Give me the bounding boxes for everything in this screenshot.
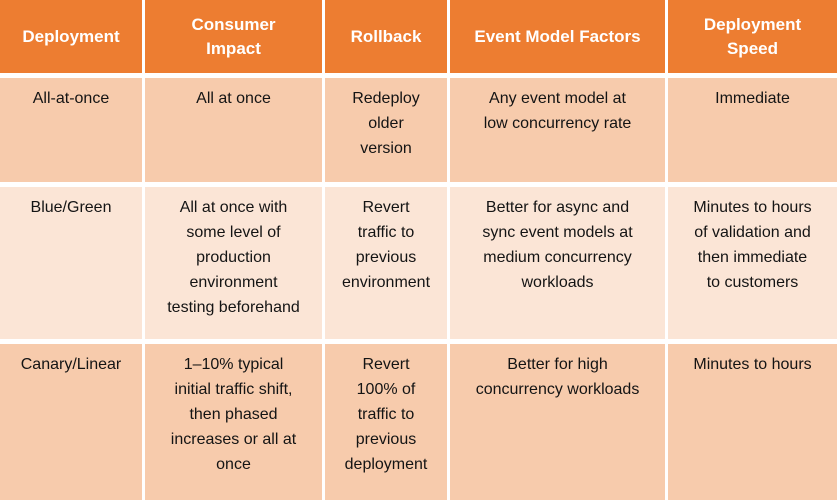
- cell-blue-green-rollback: Revert traffic to previous environment: [325, 187, 447, 339]
- cell-canary-linear-consumer-impact: 1–10% typical initial traffic shift, the…: [145, 344, 322, 500]
- cell-canary-linear-rollback: Revert 100% of traffic to previous deplo…: [325, 344, 447, 500]
- cell-blue-green-event-model-factors: Better for async and sync event models a…: [450, 187, 665, 339]
- cell-blue-green-deployment: Blue/Green: [0, 187, 142, 339]
- cell-all-at-once-consumer-impact: All at once: [145, 78, 322, 182]
- cell-canary-linear-deployment-speed: Minutes to hours: [668, 344, 837, 500]
- cell-all-at-once-event-model-factors: Any event model at low concurrency rate: [450, 78, 665, 182]
- cell-all-at-once-rollback: Redeploy older version: [325, 78, 447, 182]
- cell-canary-linear-event-model-factors: Better for high concurrency workloads: [450, 344, 665, 500]
- cell-blue-green-consumer-impact: All at once with some level of productio…: [145, 187, 322, 339]
- header-consumer-impact: Consumer Impact: [145, 0, 322, 73]
- header-rollback: Rollback: [325, 0, 447, 73]
- header-deployment-speed: Deployment Speed: [668, 0, 837, 73]
- cell-canary-linear-deployment: Canary/Linear: [0, 344, 142, 500]
- header-deployment: Deployment: [0, 0, 142, 73]
- cell-all-at-once-deployment: All-at-once: [0, 78, 142, 182]
- cell-all-at-once-deployment-speed: Immediate: [668, 78, 837, 182]
- cell-blue-green-deployment-speed: Minutes to hours of validation and then …: [668, 187, 837, 339]
- header-event-model-factors: Event Model Factors: [450, 0, 665, 73]
